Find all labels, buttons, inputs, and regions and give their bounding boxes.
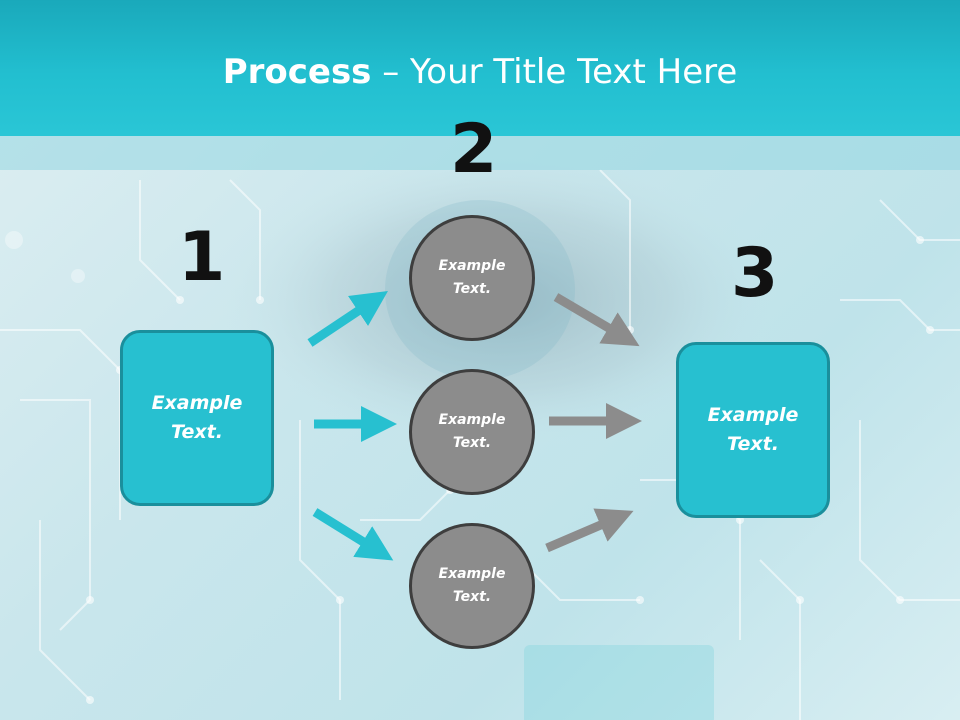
step-2-circle-3: Example Text.	[409, 523, 535, 649]
title-strong: Process	[222, 52, 372, 92]
step-2-circle-2-text: Example Text.	[438, 412, 506, 451]
step-1-box: Example Text.	[120, 330, 274, 506]
step-1-text: Example Text.	[151, 392, 243, 443]
step-2-circle-3-text: Example Text.	[438, 566, 506, 605]
step-3-number: 3	[731, 234, 779, 313]
step-2-circle-1-text: Example Text.	[438, 258, 506, 297]
step-3-box: Example Text.	[676, 342, 830, 518]
title-bar-band	[0, 136, 960, 170]
title-bar	[0, 0, 960, 136]
title-rest: – Your Title Text Here	[371, 52, 738, 92]
step-2-circle-2: Example Text.	[409, 369, 535, 495]
slide-title: Process – Your Title Text Here	[0, 52, 960, 92]
step-3-text: Example Text.	[707, 404, 799, 455]
step-1-number: 1	[178, 218, 226, 297]
step-2-number: 2	[450, 110, 498, 189]
step-2-circle-1: Example Text.	[409, 215, 535, 341]
